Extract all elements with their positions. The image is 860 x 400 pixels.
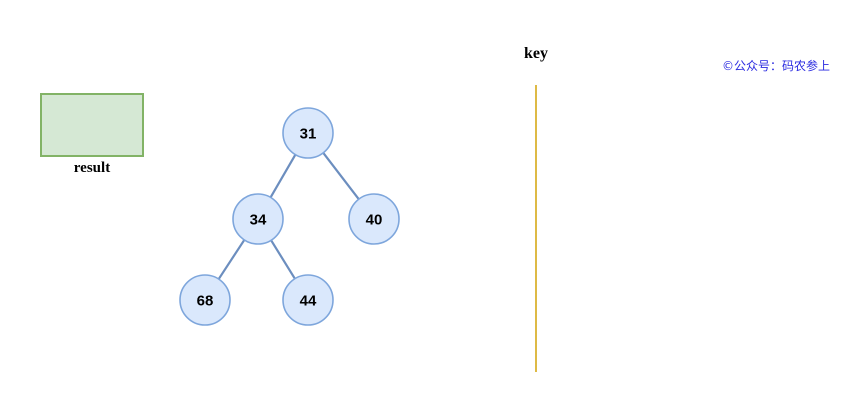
tree-node-circle[interactable] [348, 193, 400, 245]
tree-node[interactable]: 68 [179, 274, 231, 326]
tree-node-circle[interactable] [282, 107, 334, 159]
result-label: result [73, 160, 111, 176]
tree-node[interactable]: 34 [232, 193, 284, 245]
result-box[interactable] [40, 93, 144, 157]
tree-node-label: 68 [197, 293, 214, 310]
tree-edge [270, 239, 296, 280]
tree-node-label: 40 [366, 212, 383, 229]
tree-nodes-group: 31 34 40 68 44 [179, 107, 400, 326]
tree-node-circle[interactable] [232, 193, 284, 245]
tree-edge [322, 151, 360, 201]
tree-node-circle[interactable] [179, 274, 231, 326]
tree-node-circle[interactable] [282, 274, 334, 326]
tree-node-label: 44 [300, 293, 317, 310]
tree-edge [269, 153, 297, 199]
tree-edge [217, 238, 246, 281]
tree-node-label: 31 [300, 126, 317, 143]
watermark-text: ©公众号：码农参上 [722, 59, 831, 73]
tree-node-label: 34 [250, 212, 267, 229]
tree-node[interactable]: 40 [348, 193, 400, 245]
key-label: key [524, 45, 548, 62]
tree-edges-group [217, 151, 360, 281]
tree-node[interactable]: 31 [282, 107, 334, 159]
tree-node[interactable]: 44 [282, 274, 334, 326]
